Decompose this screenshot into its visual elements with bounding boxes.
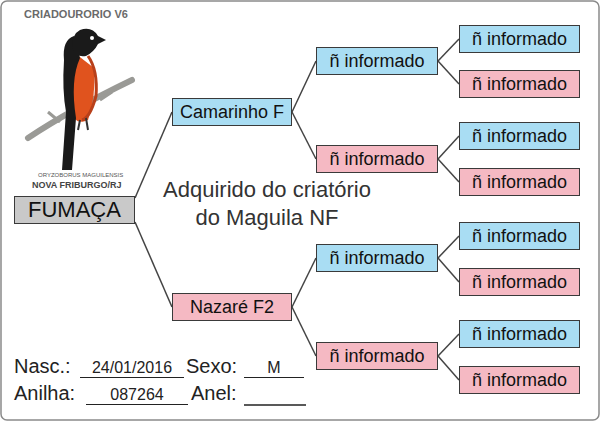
- bird-name-box: FUMAÇA: [14, 196, 135, 224]
- ancestor-box: ñ informado: [459, 268, 580, 296]
- node-text: ñ informado: [325, 51, 428, 72]
- field-value: 24/01/2016: [80, 359, 184, 378]
- node-text: ñ informado: [468, 226, 571, 247]
- grandparent-box: ñ informado: [316, 244, 438, 272]
- grandparent-box: ñ informado: [316, 342, 438, 370]
- pedigree-connector: [292, 61, 316, 112]
- ancestor-box: ñ informado: [459, 366, 580, 394]
- node-text: ñ informado: [468, 172, 571, 193]
- node-text: Nazaré F2: [186, 297, 278, 318]
- ancestor-box: ñ informado: [459, 222, 580, 250]
- bird-illustration: [28, 29, 132, 170]
- node-text: Camarinho F: [176, 102, 288, 123]
- ancestor-box: ñ informado: [459, 320, 580, 348]
- pedigree-connector: [438, 356, 459, 380]
- node-text: ñ informado: [468, 126, 571, 147]
- node-text: ñ informado: [468, 272, 571, 293]
- pedigree-connector: [135, 222, 172, 307]
- pedigree-connector: [438, 61, 459, 84]
- origin-note: Adquirido do criatório do Maguila NF: [150, 176, 384, 231]
- grandparent-box: ñ informado: [316, 47, 438, 75]
- ancestor-box: ñ informado: [459, 168, 580, 196]
- field-label: Anilha:: [14, 382, 75, 405]
- pedigree-connector: [438, 236, 459, 258]
- grandparent-box: ñ informado: [316, 145, 438, 173]
- pedigree-connector: [292, 112, 316, 159]
- brand-title: CRIADOURORIO V6: [24, 8, 128, 20]
- pedigree-connector: [438, 136, 459, 159]
- field-label: Sexo:: [186, 355, 237, 378]
- pedigree-connector: [438, 334, 459, 356]
- pedigree-connector: [438, 258, 459, 282]
- field-value: M: [244, 359, 304, 378]
- field-label: Anel:: [191, 382, 237, 405]
- node-text: ñ informado: [325, 149, 428, 170]
- pedigree-connector: [438, 39, 459, 61]
- node-text: ñ informado: [325, 248, 428, 269]
- mother-box: Nazaré F2: [172, 293, 292, 321]
- pedigree-connector: [292, 307, 316, 356]
- ancestor-box: ñ informado: [459, 70, 580, 98]
- node-text: ñ informado: [468, 74, 571, 95]
- ancestor-box: ñ informado: [459, 122, 580, 150]
- pedigree-connector: [438, 159, 459, 182]
- father-box: Camarinho F: [172, 98, 292, 126]
- ancestor-box: ñ informado: [459, 25, 580, 53]
- node-text: FUMAÇA: [24, 197, 125, 223]
- node-text: ñ informado: [325, 346, 428, 367]
- species-caption: ORYZOBORUS MAGUILENSIS: [38, 172, 123, 178]
- node-text: ñ informado: [468, 370, 571, 391]
- blank-field-line: [244, 404, 306, 406]
- pedigree-connector: [292, 258, 316, 307]
- field-label: Nasc.:: [14, 355, 71, 378]
- node-text: ñ informado: [468, 29, 571, 50]
- field-value: 087264: [86, 386, 188, 405]
- node-text: ñ informado: [468, 324, 571, 345]
- location-caption: NOVA FRIBURGO/RJ: [32, 180, 122, 190]
